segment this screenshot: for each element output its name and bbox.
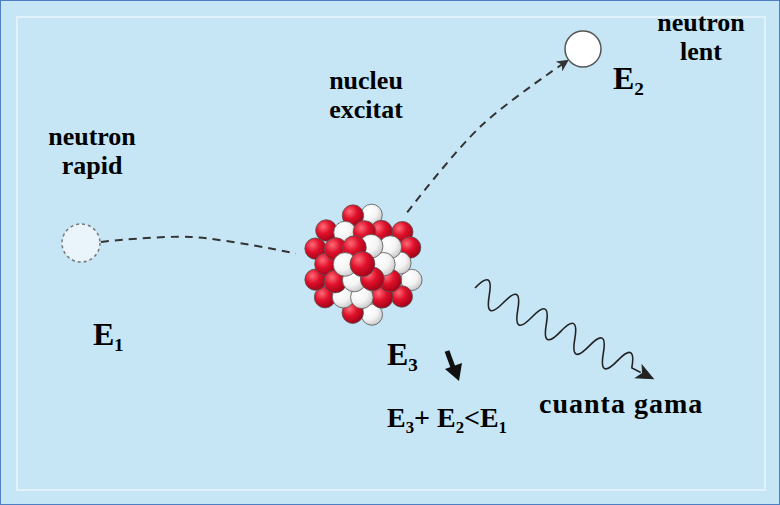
nucleus-figure	[295, 196, 431, 332]
trajectory-line	[101, 237, 296, 254]
particle-label: neutron lent	[641, 9, 761, 66]
excited-nucleus: nucleu excitat	[295, 196, 431, 332]
gamma-label: cuanta gama	[539, 389, 703, 420]
neutron-outline	[565, 31, 601, 67]
energy-relation: E₃+ E₂<E₁	[387, 403, 507, 434]
energy-label: E₁	[93, 317, 124, 352]
proton-ball	[350, 252, 375, 277]
gamma-wave	[469, 276, 659, 390]
neutron-circle	[564, 30, 602, 68]
inner-frame	[17, 17, 765, 490]
slow-neutron: neutron lent	[564, 30, 602, 68]
trajectory-line	[407, 60, 568, 212]
energy-label: E₃	[387, 337, 418, 372]
particle-label: neutron rapid	[32, 123, 152, 180]
energy-label: E₂	[613, 61, 644, 96]
fast-neutron: neutron rapid	[61, 223, 101, 263]
energy-arrow	[445, 351, 462, 381]
particle-label: nucleu excitat	[306, 67, 426, 124]
neutron-circle	[61, 223, 101, 263]
neutron-outline	[62, 224, 100, 262]
